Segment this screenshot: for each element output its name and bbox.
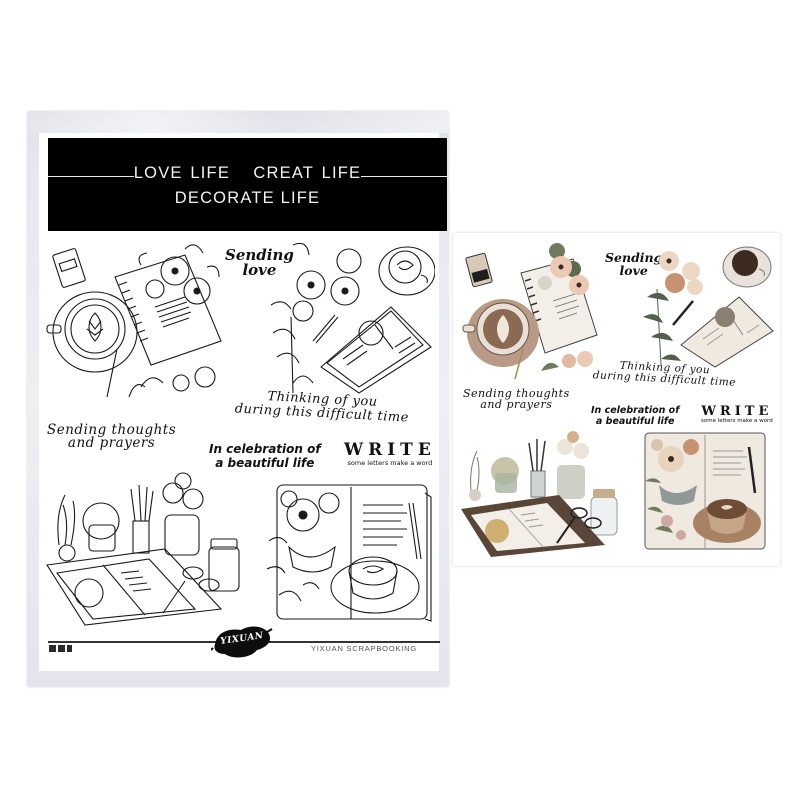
phrase-line: a beautiful life: [215, 456, 315, 470]
jar-icon: [208, 538, 240, 592]
phrase-line: Sending: [605, 250, 663, 265]
sticker-book-coffee: [641, 425, 771, 555]
pencil-cup-icon: [528, 439, 546, 498]
plant-icon: [57, 494, 120, 562]
coffee-cup-icon: [462, 299, 539, 380]
coffee-cup-icon: [693, 499, 761, 543]
stamp-set-package: LOVE LIFE CREAT LIFE DECORATE LIFE: [27, 111, 449, 687]
write-title: WRITE: [344, 440, 436, 460]
write-title: WRITE: [701, 404, 773, 419]
footer-squares: [49, 645, 72, 652]
phone-icon: [52, 248, 86, 288]
banner-rule-left: [48, 176, 134, 177]
sticker-journal-flowers: [635, 241, 775, 371]
pen-icon: [747, 446, 757, 494]
coffee-cup-icon: [46, 291, 138, 398]
flower-vase-icon: [162, 472, 204, 556]
stamp-phrase-write: WRITE some letters make a word: [344, 440, 436, 468]
flower-pot-icon: [266, 490, 340, 602]
square-icon: [67, 645, 72, 652]
phrase-line: Sending thoughts: [463, 387, 570, 400]
coffee-cup-icon: [330, 556, 420, 614]
square-icon: [49, 645, 56, 652]
sticker-phrase-sending-thoughts: Sending thoughts and prayers: [463, 388, 570, 410]
pen-icon: [312, 314, 339, 344]
plant-icon: [469, 450, 519, 501]
sticker-phrase-celebration: In celebration of a beautiful life: [591, 405, 679, 427]
stamp-phrase-sending-love: Sending love: [225, 248, 294, 278]
stamp-phrase-celebration: In celebration of a beautiful life: [209, 442, 321, 470]
sticker-sheet: Sending love: [453, 233, 780, 566]
open-book-icon: [461, 495, 605, 557]
phrase-line: and prayers: [67, 435, 156, 451]
open-book-icon: [46, 548, 223, 626]
phrase-line: a beautiful life: [595, 416, 675, 427]
sticker-coffee-notebook: [461, 241, 601, 381]
header-banner: LOVE LIFE CREAT LIFE DECORATE LIFE: [48, 138, 447, 231]
brand-logo: YIXUAN: [210, 622, 273, 660]
stamp-card: LOVE LIFE CREAT LIFE DECORATE LIFE: [39, 133, 447, 671]
phrase-line: and prayers: [480, 398, 553, 411]
phrase-line: love: [619, 263, 648, 278]
jar-icon: [590, 489, 618, 536]
coffee-cup-icon: [378, 246, 435, 296]
pen-icon: [408, 502, 422, 560]
phrase-line: In celebration of: [591, 405, 680, 416]
phrase-line: love: [242, 261, 277, 279]
flower-cluster-icon: [270, 242, 362, 394]
phone-icon: [465, 252, 493, 288]
open-book-icon: [276, 484, 432, 622]
banner-line-2: DECORATE LIFE: [174, 189, 321, 207]
stamp-illustration-coffee-notebook: [45, 237, 235, 407]
flower-cluster-icon: [128, 244, 220, 398]
flower-cluster-icon: [643, 251, 703, 366]
brand-name: YIXUAN SCRAPBOOKING: [310, 644, 417, 653]
glasses-icon: [570, 507, 602, 529]
stamp-illustration-desk-plants: [45, 469, 250, 629]
flower-vase-icon: [557, 431, 589, 499]
coffee-cup-icon: [722, 246, 772, 288]
sticker-phrase-write: WRITE some letters make a word: [701, 405, 773, 424]
flower-cluster-icon: [538, 243, 593, 371]
sticker-desk-plants: [461, 425, 623, 557]
flower-pot-icon: [645, 439, 699, 540]
ink-splash-icon: [210, 626, 273, 658]
pencil-cup-icon: [130, 484, 154, 554]
square-icon: [58, 645, 65, 652]
stamp-illustration-journal-flowers: [263, 237, 435, 397]
write-subtitle: some letters make a word: [347, 459, 433, 467]
sticker-phrase-sending-love: Sending love: [605, 251, 662, 277]
spiral-notebook-icon: [114, 254, 222, 366]
banner-rule-right: [361, 176, 447, 177]
phrase-line: Sending: [225, 246, 294, 264]
write-subtitle: some letters make a word: [701, 418, 773, 424]
stamp-illustration-book-coffee: [259, 475, 435, 625]
plastic-sleeve-sheen: [27, 111, 449, 133]
stamp-phrase-sending-thoughts: Sending thoughts and prayers: [47, 422, 177, 451]
phrase-line: Sending thoughts: [47, 422, 177, 438]
banner-line-1: LOVE LIFE CREAT LIFE: [133, 164, 362, 182]
open-journal-icon: [320, 306, 432, 394]
pen-icon: [672, 300, 694, 326]
phrase-line: In celebration of: [209, 442, 321, 456]
open-journal-icon: [680, 296, 774, 368]
